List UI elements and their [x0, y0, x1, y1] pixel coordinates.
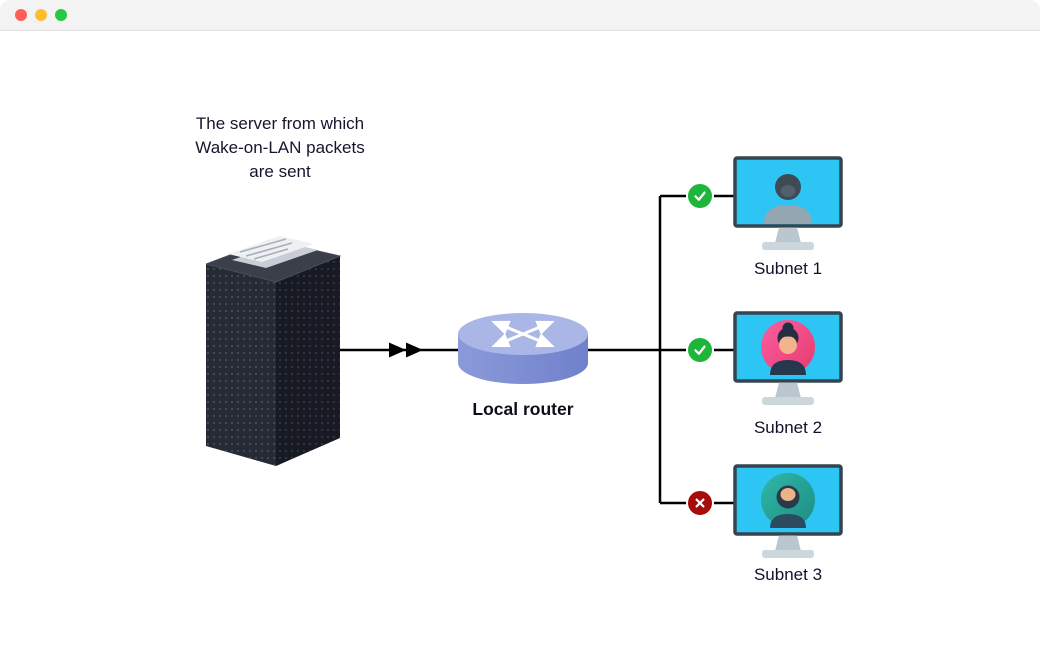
- monitor-icon: [733, 311, 843, 405]
- user-avatar: [761, 320, 815, 375]
- subnet-1-label: Subnet 1: [753, 259, 823, 278]
- window-titlebar: [0, 0, 1040, 31]
- server-icon: [206, 236, 341, 466]
- monitor-stand: [775, 535, 801, 551]
- router-arrows-icon: [491, 320, 555, 348]
- subnet-2-label: Subnet 2: [753, 418, 823, 437]
- router-icon: [458, 313, 588, 384]
- paper-stack-icon: [228, 236, 318, 268]
- status-error-icon: [686, 489, 714, 517]
- user-avatar: [764, 174, 812, 224]
- user-avatar: [761, 473, 815, 528]
- monitor-stand: [775, 382, 801, 398]
- server-caption: The server from which Wake-on-LAN packet…: [195, 114, 365, 181]
- status-ok-icon: [686, 336, 714, 364]
- minimize-button[interactable]: [35, 9, 47, 21]
- monitor-icon: [733, 464, 843, 558]
- maximize-button[interactable]: [55, 9, 67, 21]
- subnet-3-monitor: [733, 464, 843, 567]
- close-button[interactable]: [15, 9, 27, 21]
- subnet-2-monitor: [733, 311, 843, 414]
- monitor-icon: [733, 156, 843, 250]
- monitor-stand: [775, 227, 801, 243]
- router-label: Local router: [472, 399, 574, 419]
- subnet-3-label: Subnet 3: [753, 565, 823, 584]
- packet-arrows-icon: [389, 342, 423, 358]
- subnet-1-monitor: [733, 156, 843, 259]
- status-ok-icon: [686, 182, 714, 210]
